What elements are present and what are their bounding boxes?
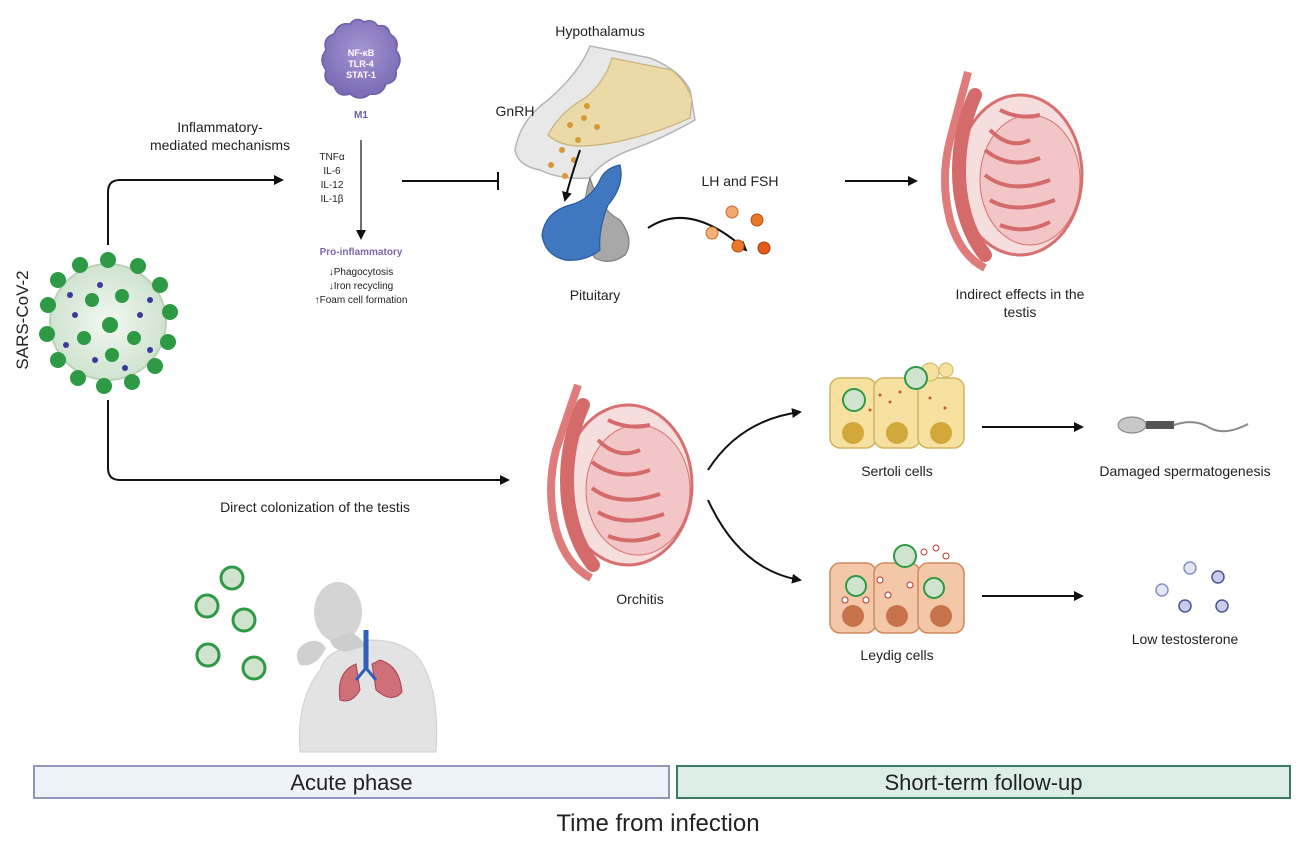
acute-phase-bar: Acute phase: [33, 765, 670, 799]
orchitis-label: Orchitis: [616, 591, 664, 607]
damaged-spermatogenesis-label: Damaged spermatogenesis: [1099, 463, 1271, 479]
inflammatory-mechanisms-label: Inflammatory- mediated mechanisms: [149, 119, 291, 153]
hypothalamus-pituitary-icon: [514, 45, 696, 262]
arrow-to-leydig: [707, 499, 802, 584]
leydig-label: Leydig cells: [860, 647, 934, 663]
m1-macrophage-icon: [321, 18, 401, 99]
macrophage-marker-3: STAT-1: [346, 70, 376, 80]
cytokine-2: IL-6: [323, 166, 341, 177]
leydig-cells-icon: [829, 544, 965, 634]
pituitary-label: Pituitary: [569, 287, 621, 303]
coughing-person-icon: [296, 582, 438, 753]
arrow-to-inflammation: [107, 175, 284, 245]
macrophage-marker-2: TLR-4: [348, 59, 374, 69]
sars-cov-2-label: SARS-CoV-2: [13, 270, 32, 370]
hormone-particles-icon: [705, 205, 771, 255]
cytokine-1: TNFα: [319, 152, 345, 163]
testis-indirect-icon: [941, 70, 1084, 272]
sars-cov-2-virus-icon: [39, 252, 178, 394]
hypothalamus-label: Hypothalamus: [555, 23, 645, 39]
spike-proteins-icon: [39, 252, 178, 394]
low-testosterone-label: Low testosterone: [1131, 631, 1239, 647]
effect-3: ↑Foam cell formation: [314, 295, 408, 306]
damaged-sperm-icon: [1117, 416, 1249, 434]
effect-1: ↓Phagocytosis: [328, 267, 394, 278]
direct-colonization-label: Direct colonization of the testis: [220, 499, 410, 515]
indirect-effects-label: Indirect effects in the testis: [955, 286, 1085, 320]
time-axis-label: Time from infection: [556, 810, 760, 837]
m1-label: M1: [354, 110, 368, 121]
macrophage-marker-1: NF-κB: [347, 48, 375, 58]
testosterone-particles-icon: [1155, 561, 1229, 613]
pro-inflammatory-title: Pro-inflammatory: [319, 247, 403, 258]
sertoli-cells-icon: [829, 362, 965, 449]
arrow-lh-fsh: [647, 216, 748, 252]
cytokine-3: IL-12: [320, 180, 344, 191]
arrow-to-sertoli: [707, 408, 802, 471]
effect-2: ↓Iron recycling: [328, 281, 394, 292]
sertoli-label: Sertoli cells: [861, 463, 933, 479]
testis-orchitis-icon: [547, 383, 694, 582]
cytokine-4: IL-1β: [320, 194, 344, 205]
virion-particles-icon: [194, 565, 267, 681]
arrow-to-orchitis: [107, 400, 510, 485]
gnrh-label: GnRH: [495, 103, 535, 119]
lh-fsh-label: LH and FSH: [701, 173, 779, 189]
short-term-follow-up-bar: Short-term follow-up: [676, 765, 1291, 799]
